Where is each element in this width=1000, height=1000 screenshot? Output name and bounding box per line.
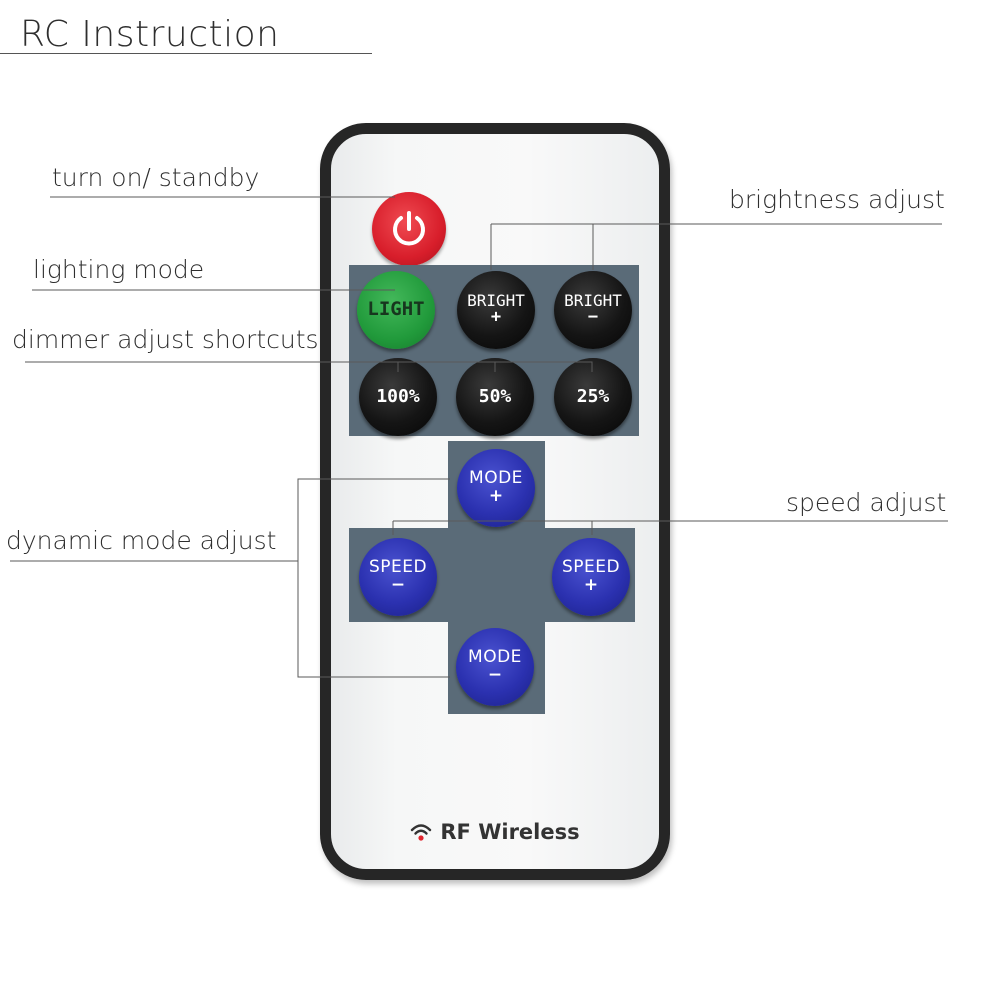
bright-plus-label: BRIGHT — [467, 290, 525, 310]
speed-minus-button[interactable]: SPEED − — [359, 538, 437, 616]
leader-dimmer-25 — [495, 361, 593, 372]
power-button[interactable] — [372, 192, 446, 266]
mode-minus-button[interactable]: MODE − — [456, 628, 534, 706]
page-title: RC Instruction — [20, 14, 280, 55]
bright-plus-sign: + — [490, 307, 502, 328]
light-button-label: LIGHT — [367, 298, 425, 321]
leader-dynamic-bracket — [297, 478, 450, 678]
mode-plus-sign: + — [488, 486, 504, 506]
speed-plus-button[interactable]: SPEED + — [552, 538, 630, 616]
speed-plus-sign: + — [583, 575, 599, 595]
leader-dimmer-100 — [25, 361, 399, 372]
mode-plus-label: MODE — [469, 468, 523, 489]
callout-dimmer-shortcuts: dimmer adjust shortcuts — [12, 325, 319, 354]
rf-wireless-brand: RF Wireless — [331, 820, 659, 844]
speed-plus-label: SPEED — [561, 557, 621, 578]
callout-dynamic-mode: dynamic mode adjust — [6, 526, 277, 555]
speed-minus-sign: − — [390, 575, 406, 595]
leader-dimmer-50 — [398, 361, 496, 372]
dimmer-50-label: 50% — [478, 385, 512, 407]
callout-lighting-mode: lighting mode — [33, 255, 205, 284]
title-underline — [0, 53, 372, 54]
bright-minus-button[interactable]: BRIGHT − — [554, 271, 632, 349]
wifi-icon — [411, 824, 432, 841]
dimmer-25-button[interactable]: 25% — [554, 358, 632, 436]
dimmer-100-label: 100% — [376, 385, 420, 407]
bright-minus-label: BRIGHT — [564, 290, 622, 310]
mode-plus-button[interactable]: MODE + — [457, 449, 535, 527]
bright-plus-button[interactable]: BRIGHT + — [457, 271, 535, 349]
speed-minus-label: SPEED — [368, 557, 428, 578]
rf-wireless-label: RF Wireless — [440, 820, 580, 844]
mode-minus-sign: − — [487, 665, 503, 685]
callout-power: turn on/ standby — [52, 163, 260, 192]
bright-minus-sign: − — [587, 307, 599, 328]
power-icon — [393, 211, 425, 246]
callout-brightness: brightness adjust — [729, 185, 945, 214]
callout-speed: speed adjust — [786, 488, 947, 517]
dimmer-25-label: 25% — [576, 385, 610, 407]
remote-control: LIGHT BRIGHT + BRIGHT − 100% 50% 25% MOD… — [320, 123, 670, 880]
mode-minus-label: MODE — [468, 647, 522, 668]
light-button[interactable]: LIGHT — [357, 271, 435, 349]
